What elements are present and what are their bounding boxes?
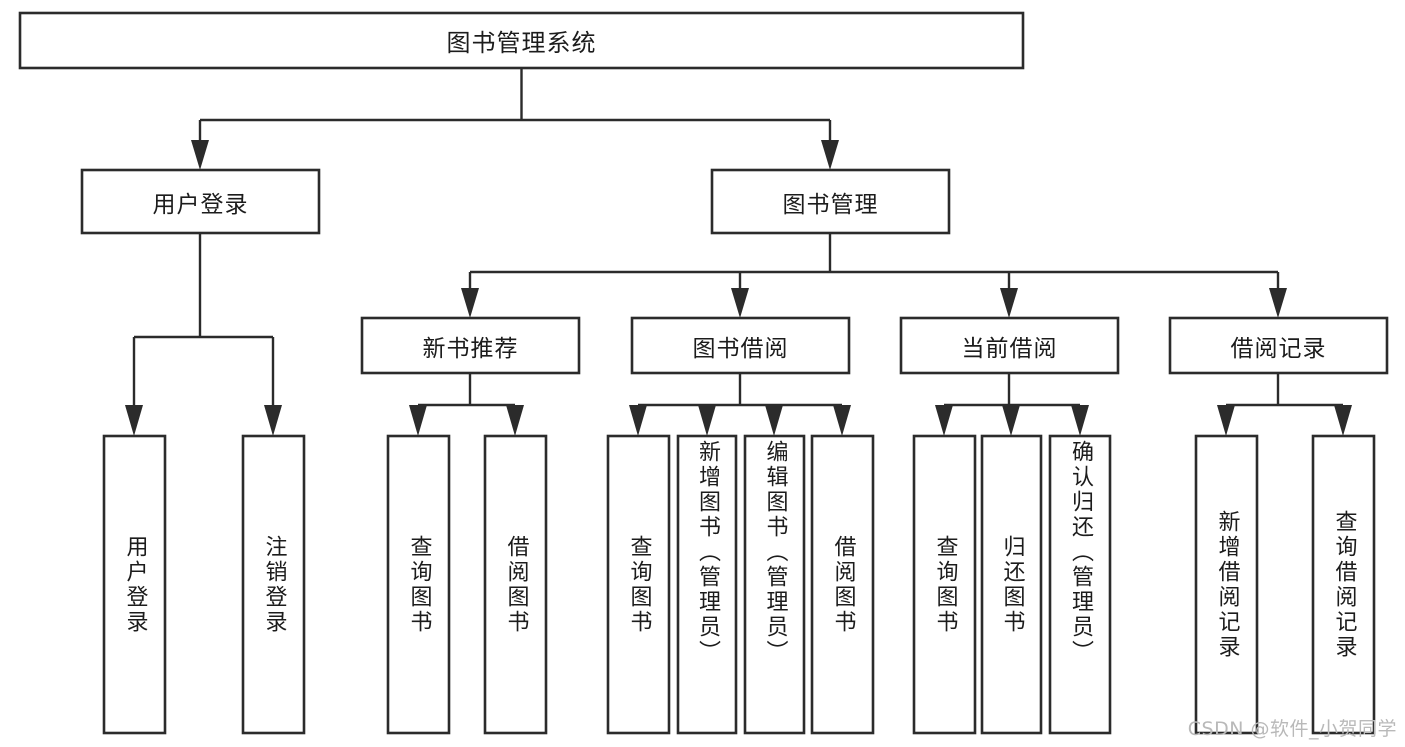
connector-group-borrow-record-children — [1217, 373, 1352, 436]
node-box-leaf-query-book-2[interactable] — [606, 434, 671, 735]
node-box-leaf-borrow-book-2[interactable] — [810, 434, 875, 735]
node-box-leaf-query-borrow-record[interactable] — [1311, 434, 1376, 735]
arrow-head-current-borrow — [1000, 288, 1018, 318]
arrow-head-user-login — [191, 140, 209, 170]
arrow-head-leaf-2 — [264, 405, 282, 436]
node-box-new-book-recommend[interactable] — [360, 316, 581, 375]
node-box-book-borrow[interactable] — [630, 316, 851, 375]
connector-group-book-manage-children — [461, 233, 1287, 318]
node-box-leaf-add-book-admin[interactable] — [676, 434, 738, 735]
node-box-leaf-borrow-book-1[interactable] — [483, 434, 548, 735]
node-box-current-borrow[interactable] — [899, 316, 1120, 375]
arrow-head-leaf-10 — [1002, 405, 1020, 436]
node-box-leaf-logout[interactable] — [241, 434, 306, 735]
arrow-head-borrow-book — [731, 288, 749, 318]
arrow-head-leaf-11 — [1071, 405, 1089, 436]
arrow-head-leaf-6 — [698, 405, 716, 436]
arrow-head-leaf-13 — [1334, 405, 1352, 436]
connector-group-current-borrow-children — [935, 373, 1089, 436]
node-box-leaf-query-book-3[interactable] — [912, 434, 977, 735]
node-box-leaf-confirm-return-admin[interactable] — [1048, 434, 1112, 735]
arrow-head-book-manage — [821, 140, 839, 170]
node-box-leaf-add-borrow-record[interactable] — [1194, 434, 1259, 735]
arrow-head-leaf-7 — [765, 405, 783, 436]
connector-group-user-login-children — [125, 233, 282, 436]
connector-group-new-book-children — [409, 373, 524, 436]
arrow-head-leaf-5 — [629, 405, 647, 436]
node-box-leaf-edit-book-admin[interactable] — [743, 434, 806, 735]
arrow-head-leaf-1 — [125, 405, 143, 436]
node-box-leaf-user-login[interactable] — [102, 434, 167, 735]
arrow-head-leaf-12 — [1217, 405, 1235, 436]
node-box-borrow-record[interactable] — [1168, 316, 1389, 375]
arrow-head-new-book — [461, 288, 479, 318]
node-box-root[interactable] — [18, 11, 1025, 70]
node-box-leaf-query-book-1[interactable] — [386, 434, 451, 735]
arrow-head-leaf-8 — [833, 405, 851, 436]
arrow-head-leaf-4 — [506, 405, 524, 436]
node-box-book-manage[interactable] — [710, 168, 951, 235]
node-box-user-login[interactable] — [80, 168, 321, 235]
arrow-head-leaf-3 — [409, 405, 427, 436]
connector-group-root-to-level2 — [191, 68, 839, 170]
node-box-leaf-return-book[interactable] — [980, 434, 1043, 735]
arrow-head-borrow-record — [1269, 288, 1287, 318]
arrow-head-leaf-9 — [935, 405, 953, 436]
connector-group-borrow-book-children — [629, 373, 851, 436]
